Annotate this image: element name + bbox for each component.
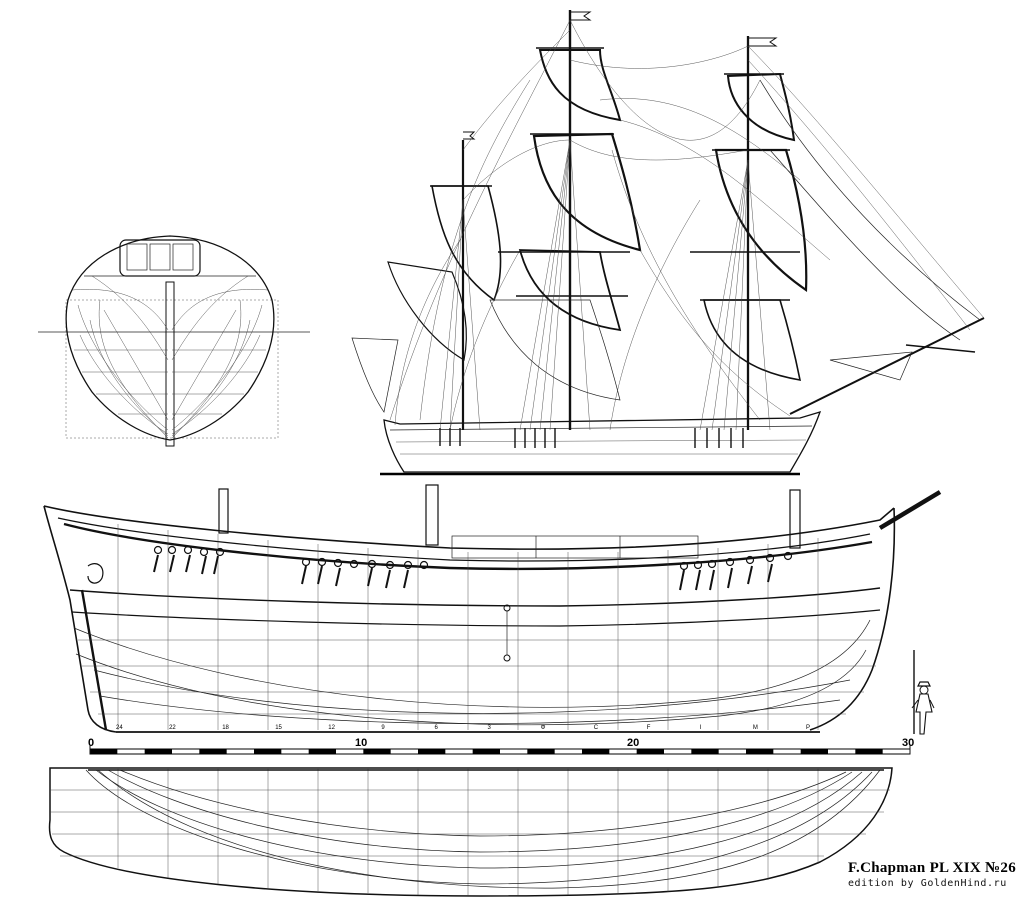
half-breadth-outline xyxy=(48,767,893,897)
half-breadth-waterlines xyxy=(85,769,881,889)
main-topgallant xyxy=(532,132,642,252)
body-plan-frame xyxy=(65,299,279,439)
spritsail xyxy=(829,351,913,381)
scale-label-30: 30 xyxy=(902,737,914,749)
main-course xyxy=(489,299,621,401)
station-labels: 24 22 18 15 12 9 6 3 Φ C F I M P xyxy=(116,725,810,731)
station-label: 15 xyxy=(275,725,282,731)
jib-stay xyxy=(759,79,981,321)
profile-waterlines xyxy=(73,619,871,726)
stern-window xyxy=(126,243,148,271)
station-label: Φ xyxy=(541,725,546,731)
plate-credit: edition by GoldenHind.ru xyxy=(847,878,1007,889)
scale-segment xyxy=(199,749,227,754)
station-label: M xyxy=(753,725,758,731)
human-scale-figure xyxy=(911,650,935,735)
station-label: I xyxy=(700,725,702,731)
stern-scroll xyxy=(87,563,104,584)
scale-segment xyxy=(144,749,172,754)
scale-label-10: 10 xyxy=(355,737,367,749)
profile-plan: 24 22 18 15 12 9 6 3 Φ C F I M P xyxy=(43,484,942,733)
station-label: 9 xyxy=(381,725,385,731)
fore-topsail xyxy=(703,299,802,381)
fore-royal xyxy=(726,72,796,142)
cannon-tackles xyxy=(153,554,773,591)
scale-segment xyxy=(90,749,118,754)
shrouds xyxy=(439,139,771,431)
scale-segment xyxy=(308,749,336,754)
scale-segment xyxy=(527,749,555,754)
body-frame-lines xyxy=(71,275,269,439)
main-wale xyxy=(63,522,873,571)
deckhouse xyxy=(451,535,699,559)
scale-segment xyxy=(418,749,446,754)
body-plan xyxy=(38,235,310,447)
scale-label-0: 0 xyxy=(88,737,94,749)
station-grid xyxy=(78,524,880,730)
station-label: 18 xyxy=(222,725,229,731)
gun-ports xyxy=(153,545,793,571)
deadeyes xyxy=(439,428,744,448)
scale-segment xyxy=(582,749,610,754)
main-topsail xyxy=(518,249,622,332)
mizzen-sail xyxy=(387,261,467,361)
bowsprit xyxy=(789,317,985,415)
fore-mast-stub xyxy=(789,489,801,549)
scale-segment xyxy=(636,749,664,754)
scale-segment xyxy=(746,749,774,754)
scale-segment xyxy=(254,749,282,754)
station-label: 24 xyxy=(116,725,123,731)
stern-post xyxy=(80,589,108,731)
station-label: 3 xyxy=(488,725,492,731)
main-mast-stub xyxy=(425,484,439,546)
spanker xyxy=(351,337,399,413)
fore-topgallant xyxy=(714,148,808,293)
stem-profile xyxy=(809,507,896,731)
stern-outline xyxy=(65,235,275,441)
sail-plan xyxy=(351,10,985,476)
half-breadth-stations xyxy=(50,768,890,895)
plate-caption: F.Chapman PL XIX №26 edition by GoldenHi… xyxy=(848,860,1016,889)
scale-segment xyxy=(691,749,719,754)
mizzen-pennant xyxy=(463,131,476,140)
stern-window xyxy=(172,243,194,271)
stern-windows-frame xyxy=(119,239,201,277)
scale-segment xyxy=(855,749,883,754)
scale-segment xyxy=(800,749,828,754)
scale-label-20: 20 xyxy=(627,737,639,749)
scale-segment xyxy=(363,749,391,754)
station-label: 6 xyxy=(435,725,439,731)
sheer-line xyxy=(43,505,895,550)
profile-bowsprit xyxy=(878,490,942,530)
scale-bar: 0 10 20 30 xyxy=(88,737,914,755)
sternpost xyxy=(165,281,175,447)
stern-profile xyxy=(43,505,117,733)
scale-segment xyxy=(472,749,500,754)
sail-plan-hull xyxy=(383,411,822,473)
main-royal xyxy=(538,49,622,122)
plate-title: F.Chapman PL XIX №26 xyxy=(847,860,1016,876)
main-pennant xyxy=(570,11,592,21)
stern-window xyxy=(149,243,171,271)
station-label: 12 xyxy=(328,725,335,731)
half-breadth-plan xyxy=(48,767,893,897)
fore-pennant xyxy=(748,37,778,47)
station-label: 22 xyxy=(169,725,176,731)
mizzen-mast-stub xyxy=(218,488,229,534)
station-label: F xyxy=(647,725,651,731)
station-label: C xyxy=(594,725,599,731)
rigging xyxy=(389,19,985,431)
station-label: P xyxy=(806,725,810,731)
pump-fitting xyxy=(503,654,511,662)
